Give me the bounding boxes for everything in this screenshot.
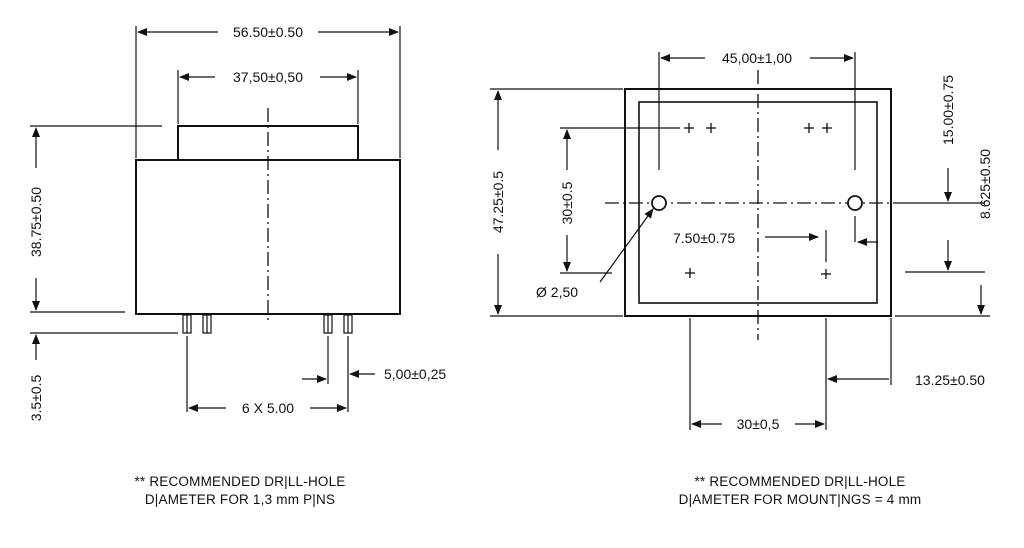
dim-width-label: 56.50±0.50 <box>233 24 303 40</box>
note-right-line2: D|AMETER FOR MOUNT|NGS = 4 mm <box>678 492 922 507</box>
side-pins <box>182 314 353 334</box>
dim-inner-label: 7.50±0.75 <box>673 230 735 246</box>
dim-height-label: 47.25±0.5 <box>490 171 506 233</box>
note-left-line1: ** RECOMMENDED DR|LL-HOLE <box>134 474 346 489</box>
dim-top-label: 37,50±0,50 <box>233 69 303 85</box>
dim-hole-vertical-label: 30±0.5 <box>559 181 575 224</box>
bottom-view: 45,00±1,00 47.25±0.5 30±0.5 Ø 2,50 7.50±… <box>490 50 993 432</box>
dim-edge-label: 13.25±0.50 <box>915 372 985 388</box>
dim-right-mid-label: 8.625±0.50 <box>977 149 993 219</box>
mounting-hole-right <box>847 195 863 211</box>
dim-pin-spacing-label: 5,00±0,25 <box>384 366 446 382</box>
technical-drawing: 56.50±0.50 37,50±0,50 38.75±0.50 3.5±0.5… <box>28 24 993 432</box>
note-left: ** RECOMMENDED DR|LL-HOLE D|AMETER FOR 1… <box>60 473 420 509</box>
mounting-hole-left <box>651 195 667 211</box>
note-right: ** RECOMMENDED DR|LL-HOLE D|AMETER FOR M… <box>590 473 1010 509</box>
dim-pin-length-label: 3.5±0.5 <box>28 374 44 421</box>
dim-height-label: 38.75±0.50 <box>28 187 44 257</box>
note-right-line1: ** RECOMMENDED DR|LL-HOLE <box>694 474 906 489</box>
dim-pin-pitch-label: 6 X 5.00 <box>242 400 294 416</box>
side-view: 56.50±0.50 37,50±0,50 38.75±0.50 3.5±0.5… <box>28 24 446 421</box>
dim-hole-diameter-label: Ø 2,50 <box>536 284 578 300</box>
dim-right-top-label: 15.00±0.75 <box>940 75 956 145</box>
pin-marks <box>684 123 832 279</box>
note-left-line2: D|AMETER FOR 1,3 mm P|NS <box>144 492 336 507</box>
dim-hole-span-label: 45,00±1,00 <box>722 50 792 66</box>
dim-bottom-label: 30±0,5 <box>737 416 780 432</box>
